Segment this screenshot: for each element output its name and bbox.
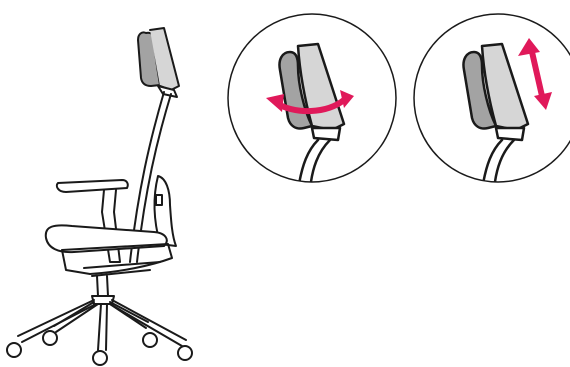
caster-wheel [143, 333, 157, 347]
caster-wheel [178, 346, 192, 360]
caster-wheel [7, 343, 21, 357]
headrest-height-detail [414, 14, 570, 190]
gas-lift [97, 276, 108, 296]
chair-side-view [7, 28, 192, 365]
headrest-bracket-closeup [496, 128, 524, 140]
headrest-tilt-detail [228, 14, 396, 190]
armrest-pad [57, 180, 128, 192]
caster-wheel [43, 331, 57, 345]
caster-wheel [93, 351, 107, 365]
armrest-post [102, 190, 120, 262]
headrest-bracket-closeup [312, 128, 340, 140]
base-leg-front [98, 304, 107, 350]
